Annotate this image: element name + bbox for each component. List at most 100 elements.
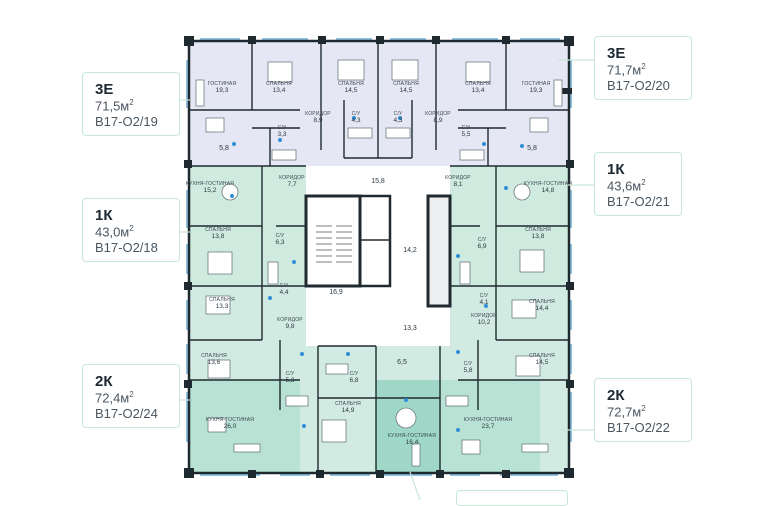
apartment-callout-3e-20[interactable]: 3Е 71,7м2 В17-О2/20 xyxy=(594,36,692,101)
apartment-code: В17-О2/18 xyxy=(95,239,158,255)
apartment-callout-1k-18[interactable]: 1К 43,0м2 В17-О2/18 xyxy=(82,198,180,263)
lift-shaft xyxy=(358,194,392,288)
bed-icon xyxy=(321,419,347,443)
room-type-label: СПАЛЬНЯ xyxy=(201,353,227,359)
bathtub-icon xyxy=(445,395,469,407)
dining-table-icon xyxy=(207,417,227,433)
apartment-2k-right-highlight xyxy=(440,380,540,472)
apartment-3e-20-fill[interactable] xyxy=(436,42,568,166)
apartment-type: 3Е xyxy=(95,81,114,98)
room-type-label: С/У xyxy=(394,111,403,117)
water-drop-icon xyxy=(300,352,304,356)
room-area-label: 13,3 xyxy=(403,325,417,332)
room-area-label: 5,5 xyxy=(461,131,470,138)
room-area-label: 5,8 xyxy=(463,367,472,374)
apartment-code: В17-О2/20 xyxy=(607,77,670,93)
room-area-label: 16,9 xyxy=(329,289,343,296)
callout-leaders xyxy=(178,59,594,500)
water-drop-icon xyxy=(520,144,524,148)
room-area-label: 4,4 xyxy=(279,289,288,296)
apartment-code: В17-О2/19 xyxy=(95,113,158,129)
room-area-label: 15,8 xyxy=(371,178,385,185)
round-table-icon xyxy=(395,407,417,429)
room-area-label: 13,4 xyxy=(273,87,286,94)
bed-icon xyxy=(207,251,233,275)
apartment-callout-3e-19[interactable]: 3Е 71,5м2 В17-О2/19 xyxy=(82,72,180,137)
round-table-icon xyxy=(513,183,531,201)
sofa-icon xyxy=(411,443,421,467)
apartment-3e-19-fill[interactable] xyxy=(190,42,321,166)
room-area-label: 7,7 xyxy=(287,181,296,188)
room-type-label: С/У xyxy=(276,233,285,239)
apartment-callout-partial[interactable] xyxy=(456,490,568,506)
room-type-label: КУХНЯ-ГОСТИНАЯ xyxy=(524,181,572,187)
room-area-label: 5,3 xyxy=(285,377,294,384)
bed-icon xyxy=(391,59,419,81)
bathtub-icon xyxy=(459,261,471,285)
bathtub-icon xyxy=(267,261,279,285)
apartment-callout-2k-22[interactable]: 2К 72,7м2 В17-О2/22 xyxy=(594,378,692,443)
room-area-label: 13,8 xyxy=(532,233,545,240)
apartment-code: В17-О2/21 xyxy=(607,193,670,209)
dining-table-icon xyxy=(205,117,225,133)
room-area-label: 10,2 xyxy=(478,319,491,326)
furniture xyxy=(195,59,563,467)
room-type-label: СПАЛЬНЯ xyxy=(525,227,551,233)
apartment-2k-left-highlight xyxy=(190,380,300,472)
room-area-label: 23,7 xyxy=(482,423,495,430)
bed-icon xyxy=(267,61,293,83)
service-shaft xyxy=(426,194,452,308)
room-area-label: 4,3 xyxy=(393,117,402,124)
room-area-label: 26,0 xyxy=(224,423,237,430)
dining-table-icon xyxy=(529,117,549,133)
interior-walls xyxy=(190,42,568,472)
apartment-callout-1k-21[interactable]: 1К 43,6м2 В17-О2/21 xyxy=(594,152,682,217)
room-area-label: 14,4 xyxy=(536,305,549,312)
room-area-label: 4,3 xyxy=(351,117,360,124)
room-area-label: 6,3 xyxy=(275,239,284,246)
room-type-label: СПАЛЬНЯ xyxy=(205,227,231,233)
room-area-label: 9,8 xyxy=(285,323,294,330)
room-area-label: 13,6 xyxy=(208,359,221,366)
bathtub-icon xyxy=(459,149,485,161)
room-area-label: 5,8 xyxy=(219,145,229,152)
room-area-label: 14,5 xyxy=(345,87,358,94)
apartment-area: 71,7м2 xyxy=(607,62,646,78)
room-type-label: СПАЛЬНЯ xyxy=(338,81,364,87)
room-type-label: С/У xyxy=(462,125,471,131)
room-type-label: КУХНЯ-ГОСТИНАЯ xyxy=(186,181,234,187)
room-type-label: КУХНЯ-ГОСТИНАЯ xyxy=(464,417,512,423)
room-area-label: 13,3 xyxy=(216,303,229,310)
room-type-label: СПАЛЬНЯ xyxy=(529,353,555,359)
bathtub-icon xyxy=(285,395,309,407)
room-type-label: КОРИДОР xyxy=(305,111,331,117)
room-type-label: КУХНЯ-ГОСТИНАЯ xyxy=(388,433,436,439)
room-area-label: 14,5 xyxy=(536,359,549,366)
room-area-label: 5,8 xyxy=(527,145,537,152)
room-type-label: С/У xyxy=(280,283,289,289)
room-type-label: КУХНЯ-ГОСТИНАЯ xyxy=(206,417,254,423)
room-labels: ГОСТИНАЯ19,3СПАЛЬНЯ13,4СПАЛЬНЯ14,5КОРИДО… xyxy=(186,81,572,446)
apartment-callout-2k-24[interactable]: 2К 72,4м2 В17-О2/24 xyxy=(82,364,180,429)
room-area-label: 14,8 xyxy=(542,187,555,194)
water-drop-icon xyxy=(230,194,234,198)
water-drop-icon xyxy=(456,350,460,354)
room-area-label: 6,5 xyxy=(397,359,407,366)
room-type-label: С/У xyxy=(478,237,487,243)
apartment-area: 72,7м2 xyxy=(607,404,646,420)
apartment-code: В17-О2/24 xyxy=(95,405,158,421)
sofa-icon xyxy=(233,443,261,453)
room-type-label: ГОСТИНАЯ xyxy=(522,81,551,87)
room-type-label: СПАЛЬНЯ xyxy=(335,401,361,407)
apartment-area: 71,5м2 xyxy=(95,98,134,114)
room-area-label: 6,8 xyxy=(349,377,358,384)
bathtub-icon xyxy=(271,149,297,161)
room-area-label: 4,1 xyxy=(479,299,488,306)
room-area-label: 19,3 xyxy=(216,87,229,94)
room-type-label: С/У xyxy=(352,111,361,117)
sofa-icon xyxy=(521,443,549,453)
apartment-area: 43,6м2 xyxy=(607,178,646,194)
bed-icon xyxy=(207,359,231,379)
room-area-label: 13,8 xyxy=(212,233,225,240)
water-drop-icon xyxy=(398,116,402,120)
